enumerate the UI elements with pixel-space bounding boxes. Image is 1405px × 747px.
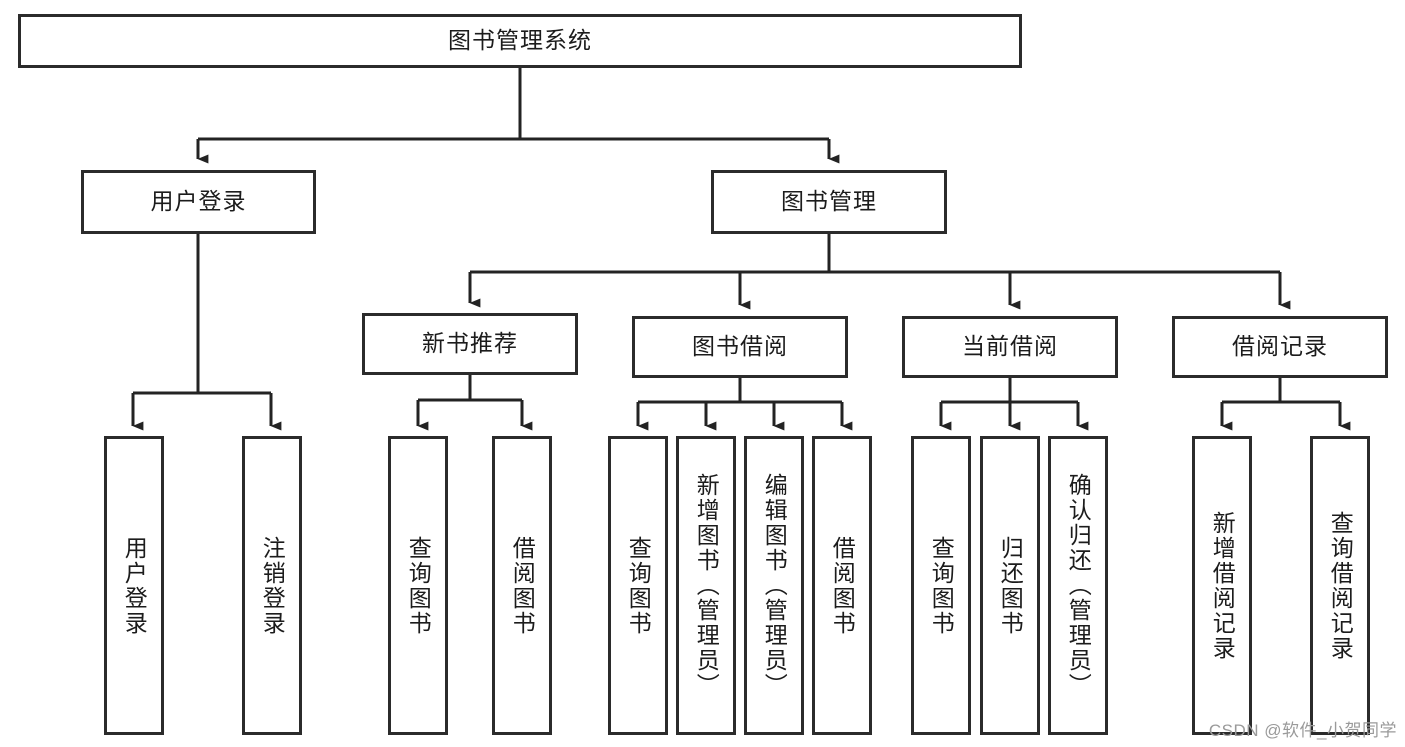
node-label: 编辑图书（管理员） [761, 473, 788, 698]
node-label: 借阅记录 [1232, 333, 1328, 360]
leaf-user-login-0[interactable]: 用户登录 [104, 436, 164, 735]
leaf-book-borrow-1[interactable]: 新增图书（管理员） [676, 436, 736, 735]
leaf-current-borrow-0[interactable]: 查询图书 [911, 436, 971, 735]
node-root-book-management-system[interactable]: 图书管理系统 [18, 14, 1022, 68]
watermark-text: CSDN @软件_小贺同学 [1208, 721, 1397, 740]
leaf-book-borrow-3[interactable]: 借阅图书 [812, 436, 872, 735]
node-label: 图书管理 [781, 188, 877, 215]
leaf-user-login-1[interactable]: 注销登录 [242, 436, 302, 735]
node-label: 新增借阅记录 [1209, 510, 1236, 661]
leaf-current-borrow-2[interactable]: 确认归还（管理员） [1048, 436, 1108, 735]
node-label: 查询图书 [928, 535, 955, 636]
node-label: 新增图书（管理员） [693, 473, 720, 698]
node-label: 新书推荐 [422, 330, 518, 357]
node-label: 图书管理系统 [448, 27, 592, 54]
node-label: 借阅图书 [829, 535, 856, 636]
node-label: 查询图书 [405, 535, 432, 636]
node-borrow-records[interactable]: 借阅记录 [1172, 316, 1388, 378]
node-label: 注销登录 [259, 535, 286, 636]
node-label: 图书借阅 [692, 333, 788, 360]
node-user-login[interactable]: 用户登录 [81, 170, 316, 234]
node-label: 当前借阅 [962, 333, 1058, 360]
leaf-new-book-recommend-0[interactable]: 查询图书 [388, 436, 448, 735]
node-label: 归还图书 [997, 535, 1024, 636]
leaf-current-borrow-1[interactable]: 归还图书 [980, 436, 1040, 735]
node-label: 查询借阅记录 [1327, 510, 1354, 661]
node-book-borrow[interactable]: 图书借阅 [632, 316, 848, 378]
node-label: 查询图书 [625, 535, 652, 636]
node-current-borrow[interactable]: 当前借阅 [902, 316, 1118, 378]
node-new-book-recommend[interactable]: 新书推荐 [362, 313, 578, 375]
node-label: 用户登录 [121, 535, 148, 636]
node-book-management[interactable]: 图书管理 [711, 170, 947, 234]
leaf-borrow-records-0[interactable]: 新增借阅记录 [1192, 436, 1252, 735]
leaf-borrow-records-1[interactable]: 查询借阅记录 [1310, 436, 1370, 735]
node-label: 借阅图书 [509, 535, 536, 636]
node-label: 确认归还（管理员） [1065, 473, 1092, 698]
leaf-book-borrow-0[interactable]: 查询图书 [608, 436, 668, 735]
node-label: 用户登录 [150, 188, 247, 215]
leaf-new-book-recommend-1[interactable]: 借阅图书 [492, 436, 552, 735]
leaf-book-borrow-2[interactable]: 编辑图书（管理员） [744, 436, 804, 735]
